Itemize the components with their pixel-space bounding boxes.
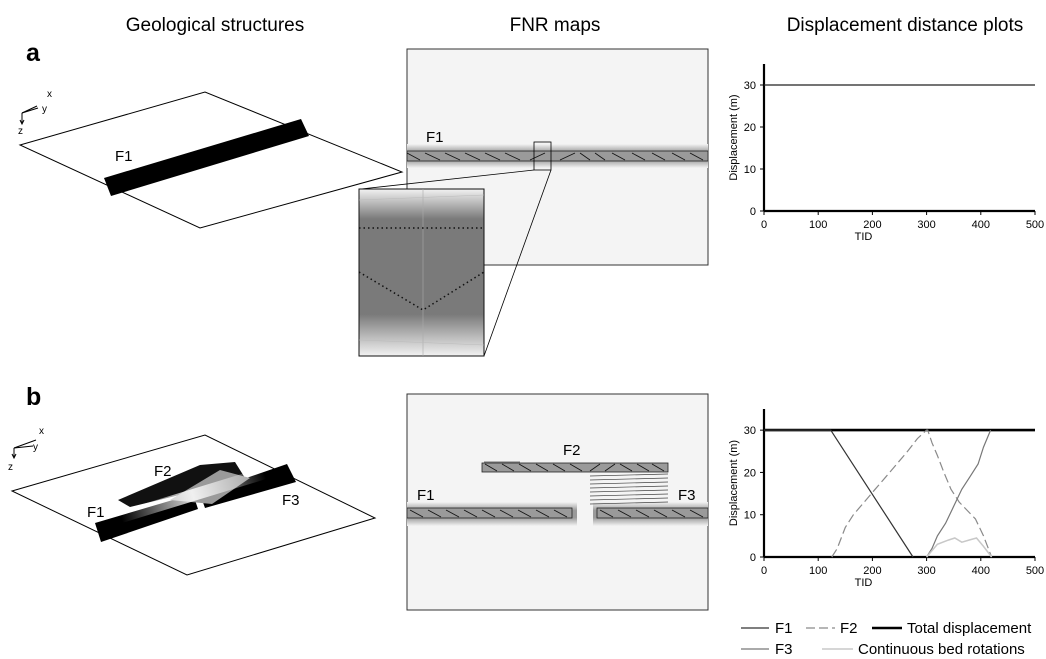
fault-surface-f3-b	[200, 464, 296, 508]
x-tick-label: 100	[809, 219, 827, 231]
panel-letter-a: a	[26, 39, 41, 67]
geological-block-a	[18, 91, 404, 229]
fault-band-f3-b	[596, 507, 709, 519]
fault-surface-f2-b	[118, 462, 245, 507]
y-tick-label: 0	[750, 206, 756, 218]
legend-label-f3: F3	[775, 641, 793, 658]
fault-surface-f1-a	[104, 119, 309, 196]
x-axis-label: TID	[855, 577, 873, 589]
x-tick-label: 500	[1026, 565, 1044, 577]
x-tick-label: 0	[761, 565, 767, 577]
fnr-inset-zoom	[358, 188, 485, 357]
geological-block-b	[10, 434, 377, 576]
y-tick-label: 20	[744, 467, 756, 479]
x-tick-label: 0	[761, 219, 767, 231]
series-line-f2	[831, 429, 993, 558]
map-label-f2-b: F2	[563, 442, 581, 459]
block-label-f1-b: F1	[87, 504, 105, 521]
map-label-f1-a: F1	[426, 129, 444, 146]
x-tick-label: 400	[972, 219, 990, 231]
x-tick-label: 300	[917, 219, 935, 231]
x-tick-label: 300	[917, 565, 935, 577]
legend: F1 F2 Total displacement F3 Continuous b…	[741, 620, 1032, 658]
fault-band-f1-b	[406, 507, 573, 519]
fault-hatch-f1-b	[409, 509, 568, 518]
legend-label-bed: Continuous bed rotations	[858, 641, 1025, 658]
block-label-f1-a: F1	[115, 148, 133, 165]
axes-icon-a	[19, 105, 39, 126]
x-tick-label: 100	[809, 565, 827, 577]
x-tick-label: 500	[1026, 219, 1044, 231]
fault-band-f2-b	[481, 462, 669, 473]
series-line-f3	[926, 429, 992, 558]
legend-label-total: Total displacement	[907, 620, 1032, 637]
bed-rotation-lines	[589, 473, 669, 505]
fault-hatch-f3-b	[599, 509, 704, 518]
series-line-continuous-bed-rotations	[926, 537, 993, 558]
title-displacement-plots: Displacement distance plots	[787, 15, 1024, 36]
fnr-map-a	[360, 48, 709, 357]
fnr-map-b	[406, 393, 709, 611]
legend-label-f1: F1	[775, 620, 793, 637]
title-fnr-maps: FNR maps	[510, 15, 601, 36]
y-tick-label: 0	[750, 552, 756, 564]
y-tick-label: 30	[744, 80, 756, 92]
map-label-f1-b: F1	[417, 487, 435, 504]
fault-hatch-f2-b	[484, 463, 665, 472]
axis-y-label-b: y	[33, 442, 38, 453]
axis-x-label-a: x	[47, 89, 52, 100]
y-tick-label: 10	[744, 164, 756, 176]
y-axis-label: Displacement (m)	[728, 94, 740, 180]
panel-letter-b: b	[26, 383, 41, 411]
axis-x-label-b: x	[39, 426, 44, 437]
series-line-f1	[764, 429, 914, 558]
fault-hatch-f1-a	[406, 152, 704, 161]
axis-y-label-a: y	[42, 104, 47, 115]
legend-label-f2: F2	[840, 620, 858, 637]
title-geological-structures: Geological structures	[126, 15, 304, 36]
y-axis-label: Displacement (m)	[728, 440, 740, 526]
fault-band-f1-a	[406, 150, 709, 162]
y-tick-label: 30	[744, 425, 756, 437]
axis-z-label-a: z	[18, 126, 23, 137]
x-tick-label: 400	[972, 565, 990, 577]
x-tick-label: 200	[863, 219, 881, 231]
x-tick-label: 200	[863, 565, 881, 577]
y-tick-label: 10	[744, 510, 756, 522]
x-axis-label: TID	[855, 231, 873, 243]
axes-icon-b	[11, 439, 37, 460]
inset-locator-box	[533, 141, 552, 171]
y-tick-label: 20	[744, 122, 756, 134]
map-label-f3-b: F3	[678, 487, 696, 504]
axis-z-label-b: z	[8, 462, 13, 473]
block-label-f3-b: F3	[282, 492, 300, 509]
block-label-f2-b: F2	[154, 463, 172, 480]
